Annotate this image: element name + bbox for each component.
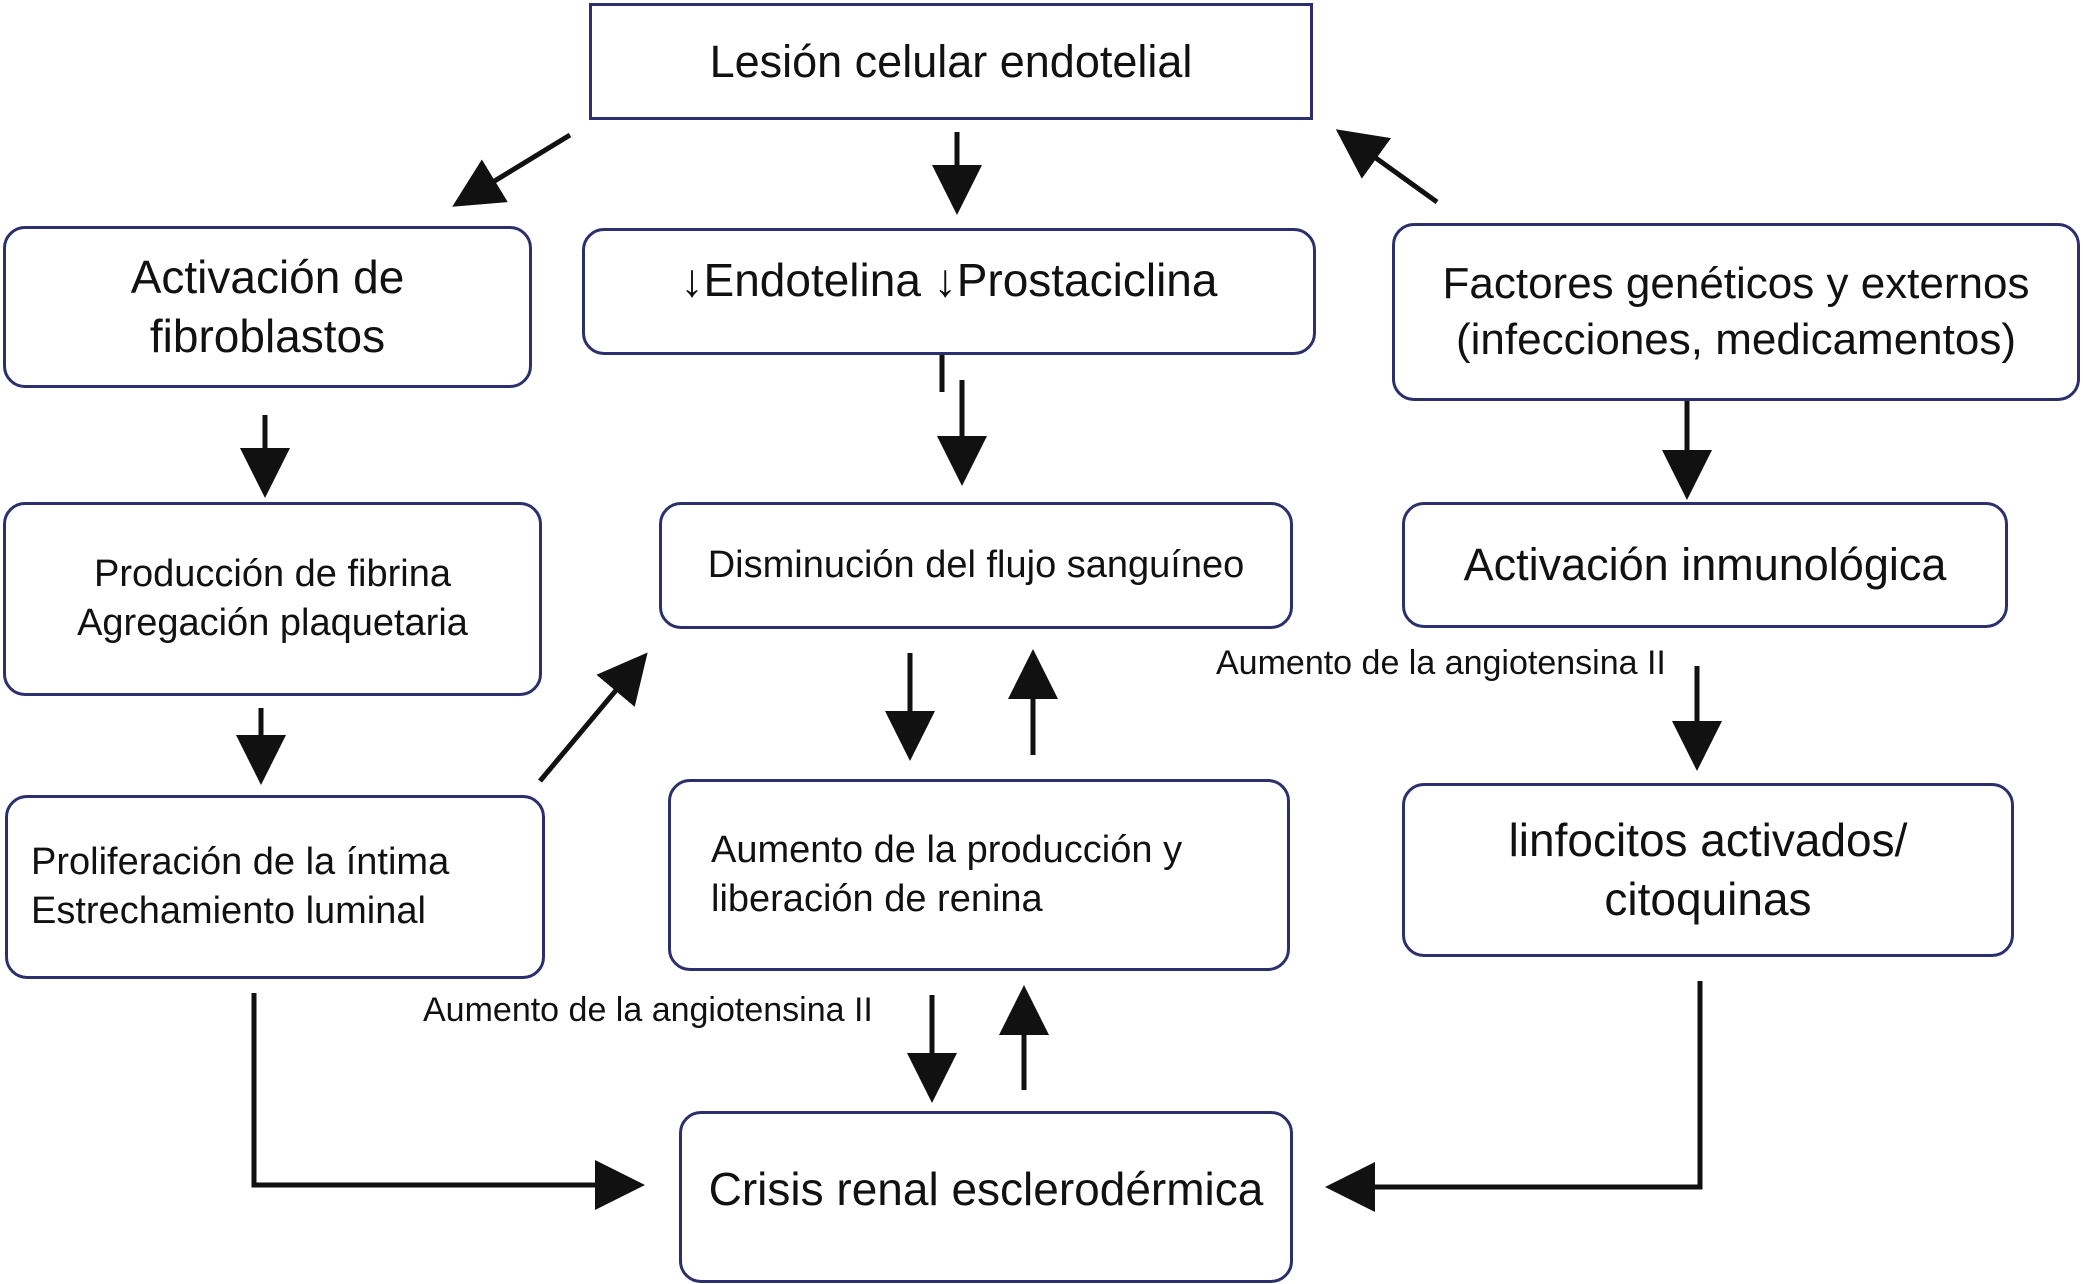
edge-label-angiotensina-upper: Aumento de la angiotensina II (1216, 644, 1666, 682)
node-linfocitos-citoquinas: linfocitos activados/ citoquinas (1402, 783, 2014, 957)
node-produccion-fibrina: Producción de fibrina Agregación plaquet… (3, 502, 542, 696)
node-disminucion-flujo-sanguineo: Disminución del flujo sanguíneo (659, 502, 1293, 629)
node-activacion-fibroblastos: Activación de fibroblastos (3, 226, 532, 388)
node-factores-geneticos-externos: Factores genéticos y externos (infeccion… (1392, 223, 2080, 401)
arrow-intima-to-flujo (538, 652, 648, 783)
arrow-lesion-to-fibroblastos (452, 132, 572, 207)
node-endotelina-prostaciclina: ↓Endotelina ↓Prostaciclina (582, 228, 1316, 355)
arrow-linfocitos-to-crisis (1325, 981, 1703, 1212)
edge-label-angiotensina-lower: Aumento de la angiotensina II (423, 991, 873, 1029)
node-crisis-renal-esclerodermica: Crisis renal esclerodérmica (679, 1111, 1293, 1283)
arrow-factores-to-lesion (1335, 129, 1439, 205)
node-proliferacion-intima: Proliferación de la íntima Estrechamient… (5, 795, 545, 979)
node-aumento-renina: Aumento de la producción y liberación de… (668, 779, 1290, 971)
node-activacion-inmunologica: Activación inmunológica (1402, 502, 2008, 628)
node-lesion-celular-endotelial: Lesión celular endotelial (589, 3, 1313, 120)
arrow-intima-to-crisis (251, 993, 645, 1210)
